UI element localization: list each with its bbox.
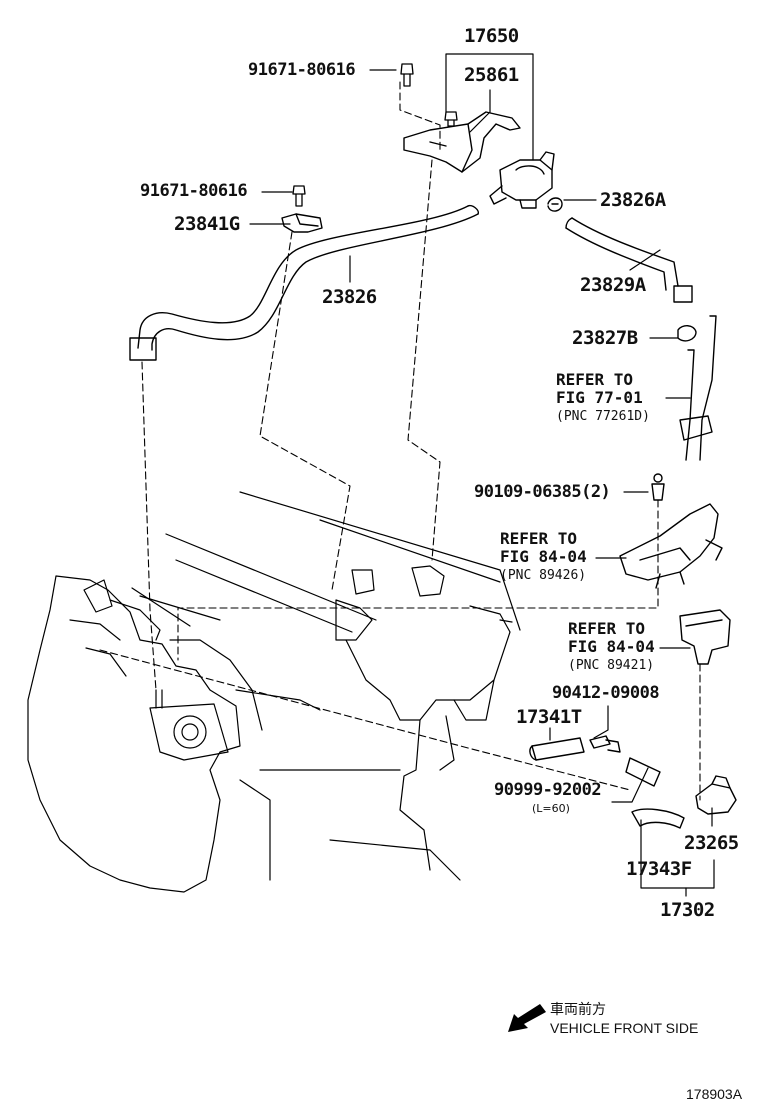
- part-90999-length-label: (L=60): [532, 802, 570, 815]
- direction-japanese-label: 車両前方: [550, 1001, 606, 1017]
- part-bolt-left-label: 91671-80616: [140, 181, 248, 201]
- vsv-valve-17650: [489, 151, 555, 209]
- direction-arrow-icon: [508, 1004, 546, 1032]
- sensor-89421: [679, 609, 731, 665]
- hose-17341t: [529, 737, 585, 761]
- part-23841g-label: 23841G: [174, 213, 240, 235]
- part-23826-label: 23826: [322, 286, 377, 308]
- part-90109-label: 90109-06385(2): [474, 482, 611, 502]
- part-23827b-label: 23827B: [572, 327, 638, 349]
- leader-lines: [249, 53, 715, 897]
- pipe-bundle: [679, 315, 717, 461]
- part-90999-label: 90999-92002: [494, 780, 602, 800]
- part-bolt-top-label: 91671-80616: [248, 60, 356, 80]
- filter-23265: [695, 775, 737, 815]
- clip-23826a: [547, 197, 563, 212]
- engine-sketch: [27, 491, 521, 893]
- clip-23841g: [281, 213, 323, 233]
- ref-fig-84-04-b: REFER TO FIG 84-04 (PNC 89421): [568, 619, 655, 673]
- hose-23826: [129, 204, 479, 361]
- figure-id-label: 178903A: [686, 1086, 743, 1102]
- part-25861-label: 25861: [464, 64, 519, 86]
- union-90412: [589, 735, 621, 753]
- part-17343f-label: 17343F: [626, 858, 692, 880]
- part-17341t-label: 17341T: [516, 706, 582, 728]
- part-17650-label: 17650: [464, 25, 519, 47]
- ref-fig: FIG 84-04: [568, 637, 655, 656]
- part-23829a-label: 23829A: [580, 274, 646, 296]
- ref-fig: FIG 84-04: [500, 547, 587, 566]
- ref-pnc: (PNC 89421): [568, 658, 655, 673]
- part-23265-label: 23265: [684, 832, 739, 854]
- ref-pnc: (PNC 77261D): [556, 409, 650, 424]
- direction-english-label: VEHICLE FRONT SIDE: [550, 1020, 699, 1036]
- hose-90999: [625, 757, 661, 787]
- ref-refer-to: REFER TO: [556, 370, 634, 389]
- hose-23829a: [565, 217, 693, 303]
- connector-89426: [619, 503, 723, 589]
- stud-90109: [651, 473, 665, 501]
- part-23826a-label: 23826A: [600, 189, 666, 211]
- bolt-top: [400, 63, 414, 87]
- clamp-23827b: [677, 325, 697, 342]
- part-17302-label: 17302: [660, 899, 715, 921]
- bracket-25861: [403, 111, 521, 173]
- ref-fig-77-01: REFER TO FIG 77-01 (PNC 77261D): [556, 370, 650, 424]
- bolt-left: [292, 185, 306, 207]
- bolt-bracket: [444, 111, 458, 127]
- ref-refer-to: REFER TO: [500, 529, 578, 548]
- hose-17343f: [631, 808, 685, 829]
- dashed-guides: [99, 81, 701, 801]
- ref-fig-84-04-a: REFER TO FIG 84-04 (PNC 89426): [500, 529, 587, 583]
- ref-pnc: (PNC 89426): [500, 568, 587, 583]
- ref-fig: FIG 77-01: [556, 388, 643, 407]
- part-90412-label: 90412-09008: [552, 683, 660, 703]
- ref-refer-to: REFER TO: [568, 619, 646, 638]
